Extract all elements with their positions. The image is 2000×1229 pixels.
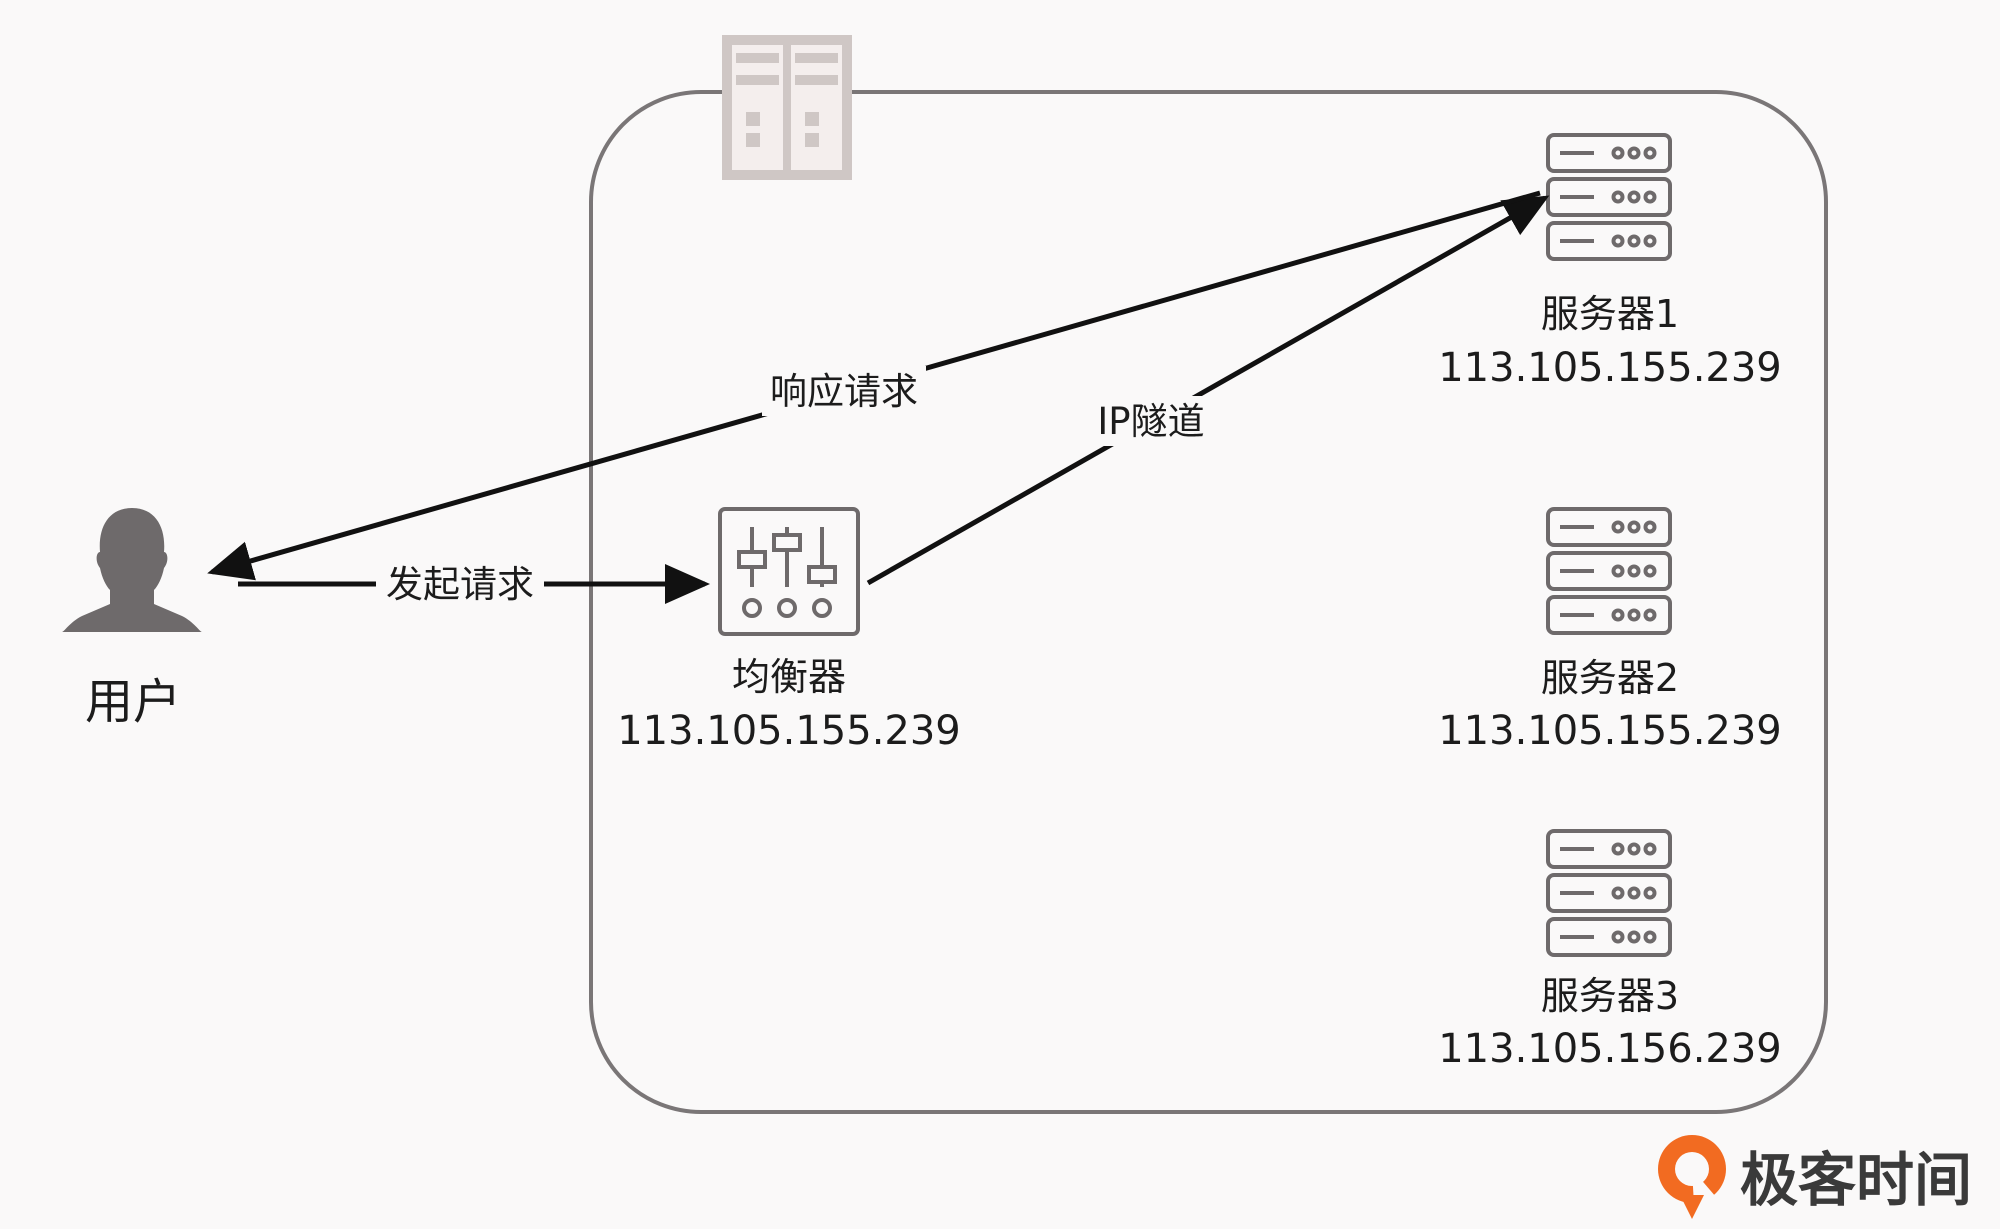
response-label: 响应请求 bbox=[770, 370, 918, 413]
server-2-ip: 113.105.155.239 bbox=[1438, 708, 1782, 754]
datacenter-frame bbox=[589, 90, 1828, 1114]
server-icon-2 bbox=[1546, 507, 1672, 635]
server-rack-icon bbox=[722, 35, 852, 180]
server-3-name: 服务器3 bbox=[1541, 974, 1679, 1018]
server-1-ip: 113.105.155.239 bbox=[1438, 345, 1782, 391]
brand-name: 极客时间 bbox=[1740, 1146, 1972, 1214]
balancer-name: 均衡器 bbox=[732, 655, 846, 699]
brand-logo bbox=[1658, 1135, 1726, 1219]
tunnel-label: IP隧道 bbox=[1097, 400, 1204, 443]
request-label: 发起请求 bbox=[386, 563, 534, 606]
server-1-name: 服务器1 bbox=[1541, 292, 1679, 336]
server-icon-1 bbox=[1546, 133, 1672, 261]
balancer-ip: 113.105.155.239 bbox=[617, 708, 961, 754]
server-icon-3 bbox=[1546, 829, 1672, 957]
sliders-icon bbox=[718, 507, 860, 636]
server-2-name: 服务器2 bbox=[1541, 656, 1679, 700]
server-3-ip: 113.105.156.239 bbox=[1438, 1026, 1782, 1072]
user-label: 用户 bbox=[85, 674, 181, 730]
tunnel-arrow bbox=[866, 195, 1550, 586]
user-icon bbox=[62, 508, 202, 632]
